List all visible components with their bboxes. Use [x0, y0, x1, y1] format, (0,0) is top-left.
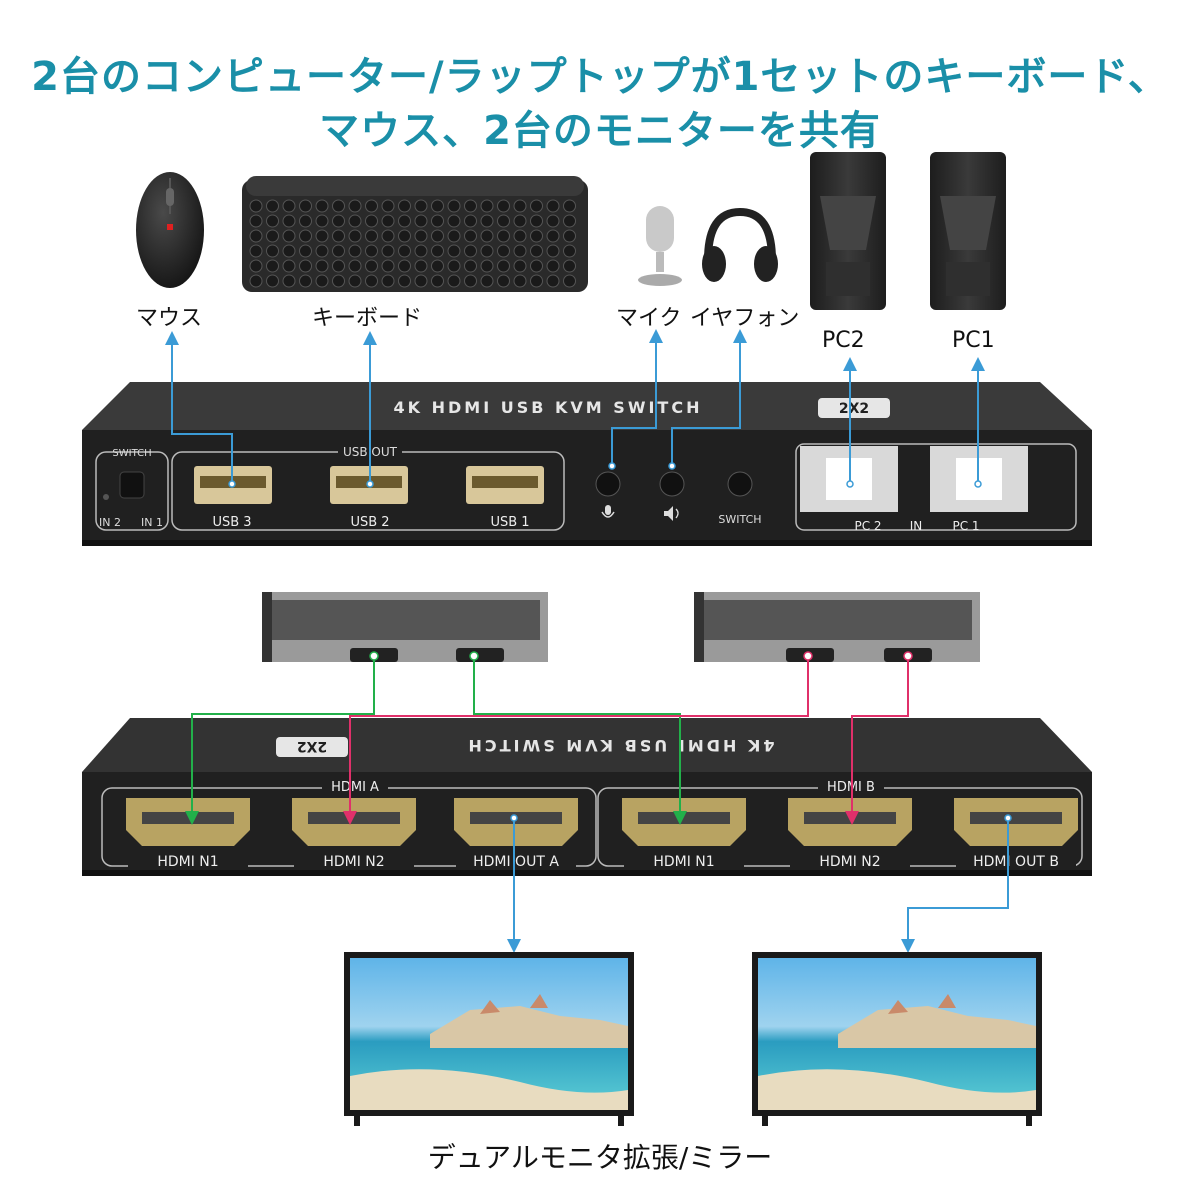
audio-jack	[659, 471, 685, 497]
mouse-icon	[136, 172, 204, 288]
top-in2-label: IN 2	[99, 516, 121, 529]
hdmi-a-label: HDMI A	[331, 780, 379, 795]
hdmi-n2-b-port	[788, 798, 912, 846]
top-usb2-label: USB 2	[350, 515, 389, 530]
top-usb3-label: USB 3	[212, 515, 251, 530]
hdmi-out-b-label: HDMI OUT B	[973, 854, 1059, 870]
headline-line-2: マウス、2台のモニターを共有	[319, 108, 881, 154]
top-switch-label: SWITCH	[112, 448, 151, 459]
top-pc2-label: PC 2	[854, 519, 881, 533]
hdmi-n1-b-port	[622, 798, 746, 846]
graphics-card-right	[694, 592, 980, 662]
hdmi-n2-a-port	[292, 798, 416, 846]
usb1-port	[466, 466, 544, 504]
pc1-label: PC1	[952, 328, 995, 353]
hdmi-n2-a-label: HDMI N2	[323, 854, 384, 870]
hdmi-out-a-label: HDMI OUT A	[473, 854, 559, 870]
bottom-kvm-switch: 4K HDMI USB KVM SWITCH 2X2 HDMI A HDMI B…	[82, 718, 1092, 876]
earphone-label: イヤフォン	[690, 306, 800, 331]
microphone-icon	[638, 206, 682, 286]
caption-dual-monitor: デュアルモニタ拡張/ミラー	[427, 1141, 773, 1174]
hdmi-n1-b-label: HDMI N1	[653, 854, 714, 870]
top-switch-button-label: SWITCH	[718, 513, 761, 526]
keyboard-label: キーボード	[312, 306, 423, 331]
top-switch-banner: 4K HDMI USB KVM SWITCH	[394, 398, 703, 417]
speaker-small-icon	[664, 506, 679, 521]
top-kvm-switch: 4K HDMI USB KVM SWITCH 2X2 SWITCH IN 2 I…	[82, 382, 1092, 546]
top-usb1-label: USB 1	[490, 515, 529, 530]
bottom-switch-badge: 2X2	[297, 738, 327, 754]
headphones-icon	[702, 207, 778, 282]
mic-label: マイク	[616, 306, 682, 331]
monitor-b	[752, 952, 1042, 1126]
hdmi-n2-b-label: HDMI N2	[819, 854, 880, 870]
mouse-label: マウス	[136, 306, 203, 331]
top-in-label: IN	[910, 519, 923, 533]
output-connection-lines	[507, 818, 1009, 953]
switch-button	[727, 471, 753, 497]
top-connection-lines	[165, 329, 985, 484]
monitor-a	[344, 952, 634, 1126]
top-pc1-label: PC 1	[952, 519, 979, 533]
microphone-small-icon	[601, 505, 615, 518]
hdmi-out-b-port	[954, 798, 1078, 846]
pc1-tower-icon	[930, 152, 1006, 310]
mic-jack	[595, 471, 621, 497]
red-connection-lines	[343, 656, 909, 825]
top-switch-badge: 2X2	[839, 401, 869, 417]
green-connection-lines	[185, 656, 687, 825]
hdmi-n1-a-label: HDMI N1	[157, 854, 218, 870]
hdmi-n1-a-port	[126, 798, 250, 846]
hdmi-out-a-port	[454, 798, 578, 846]
top-in1-label: IN 1	[141, 516, 163, 529]
keyboard-icon	[242, 176, 588, 292]
pc2-label: PC2	[822, 328, 865, 353]
bottom-switch-banner: 4K HDMI USB KVM SWITCH	[466, 736, 775, 755]
graphics-card-left	[262, 592, 548, 662]
headline-line-1: 2台のコンピューター/ラップトップが1セットのキーボード、	[31, 54, 1169, 100]
pc2-tower-icon	[810, 152, 886, 310]
